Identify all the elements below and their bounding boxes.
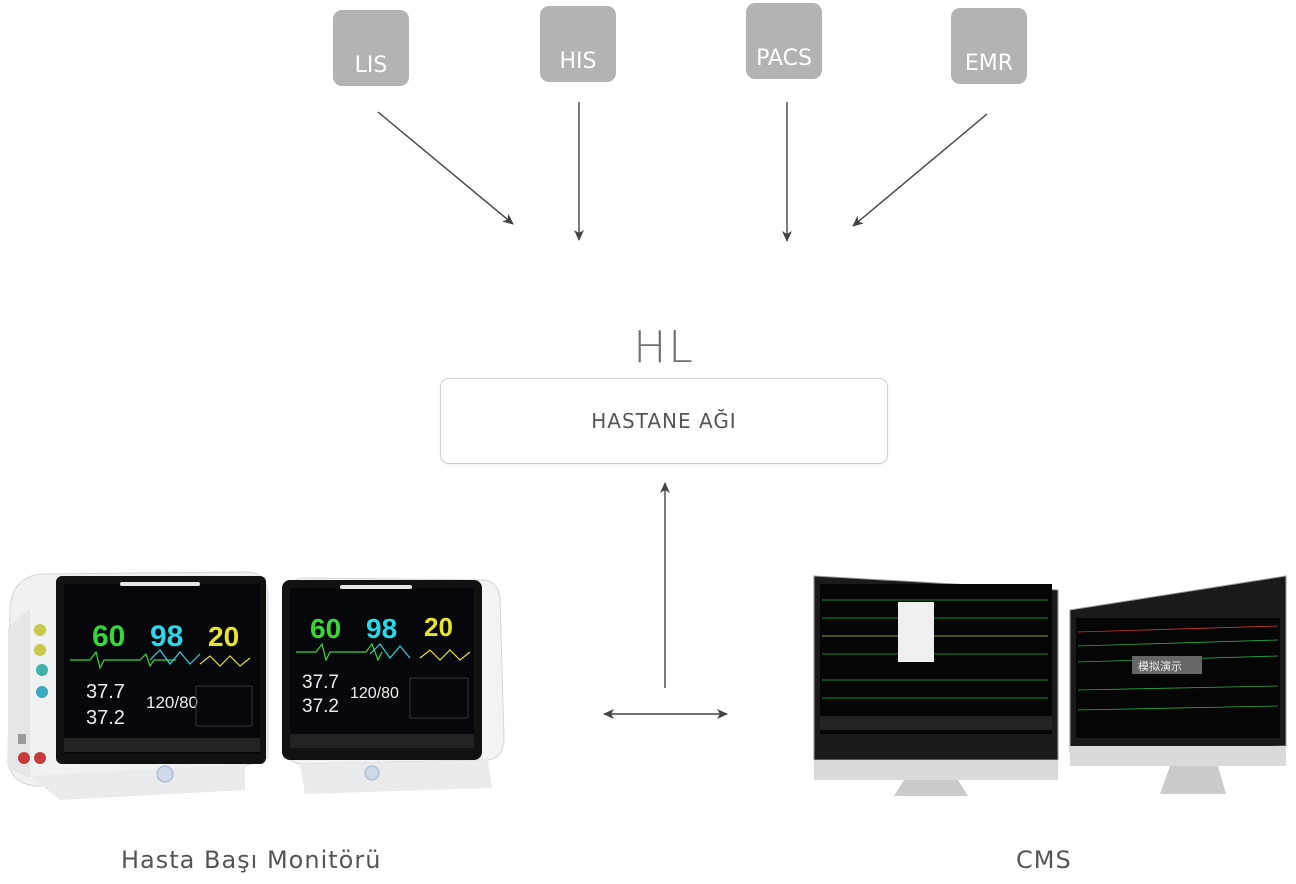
spo2-value-left: 98 bbox=[150, 620, 183, 653]
nibp-left: 120/80 bbox=[146, 693, 198, 712]
cms-caption: CMS bbox=[1016, 846, 1072, 874]
pacs-box: PACS bbox=[746, 3, 822, 79]
bedside-monitors-image: 60 98 20 37.7 37.2 120/80 60 98 20 37.7 … bbox=[7, 571, 505, 800]
hospital-network-box: HASTANE AĞI bbox=[440, 378, 888, 464]
hr-value-left: 60 bbox=[92, 620, 125, 653]
emr-arrow bbox=[852, 113, 988, 227]
lis-box: LIS bbox=[333, 10, 409, 86]
emr-box: EMR bbox=[951, 8, 1027, 84]
emr-label: EMR bbox=[964, 51, 1014, 76]
protocol-label: HL bbox=[633, 322, 695, 373]
hr-value-right: 60 bbox=[310, 613, 341, 644]
lis-label: LIS bbox=[354, 53, 388, 78]
his-label: HIS bbox=[559, 49, 597, 74]
pacs-label: PACS bbox=[756, 46, 812, 71]
cms-overlay-text: 模拟演示 bbox=[1138, 659, 1182, 673]
hospital-network-label: HASTANE AĞI bbox=[591, 409, 737, 433]
bedside-monitor-caption: Hasta Başı Monitörü bbox=[121, 846, 382, 874]
lis-arrow bbox=[377, 111, 514, 225]
temp1-right: 37.7 bbox=[302, 672, 339, 693]
cms-workstations-image: 模拟演示 bbox=[813, 575, 1287, 796]
resp-value-right: 20 bbox=[424, 612, 453, 642]
temp2-right: 37.2 bbox=[302, 696, 339, 717]
resp-value-left: 20 bbox=[208, 621, 239, 652]
spo2-value-right: 98 bbox=[366, 613, 397, 644]
temp2-left: 37.2 bbox=[86, 707, 125, 729]
his-box: HIS bbox=[540, 6, 616, 82]
temp1-left: 37.7 bbox=[86, 681, 125, 703]
nibp-right: 120/80 bbox=[350, 685, 399, 702]
